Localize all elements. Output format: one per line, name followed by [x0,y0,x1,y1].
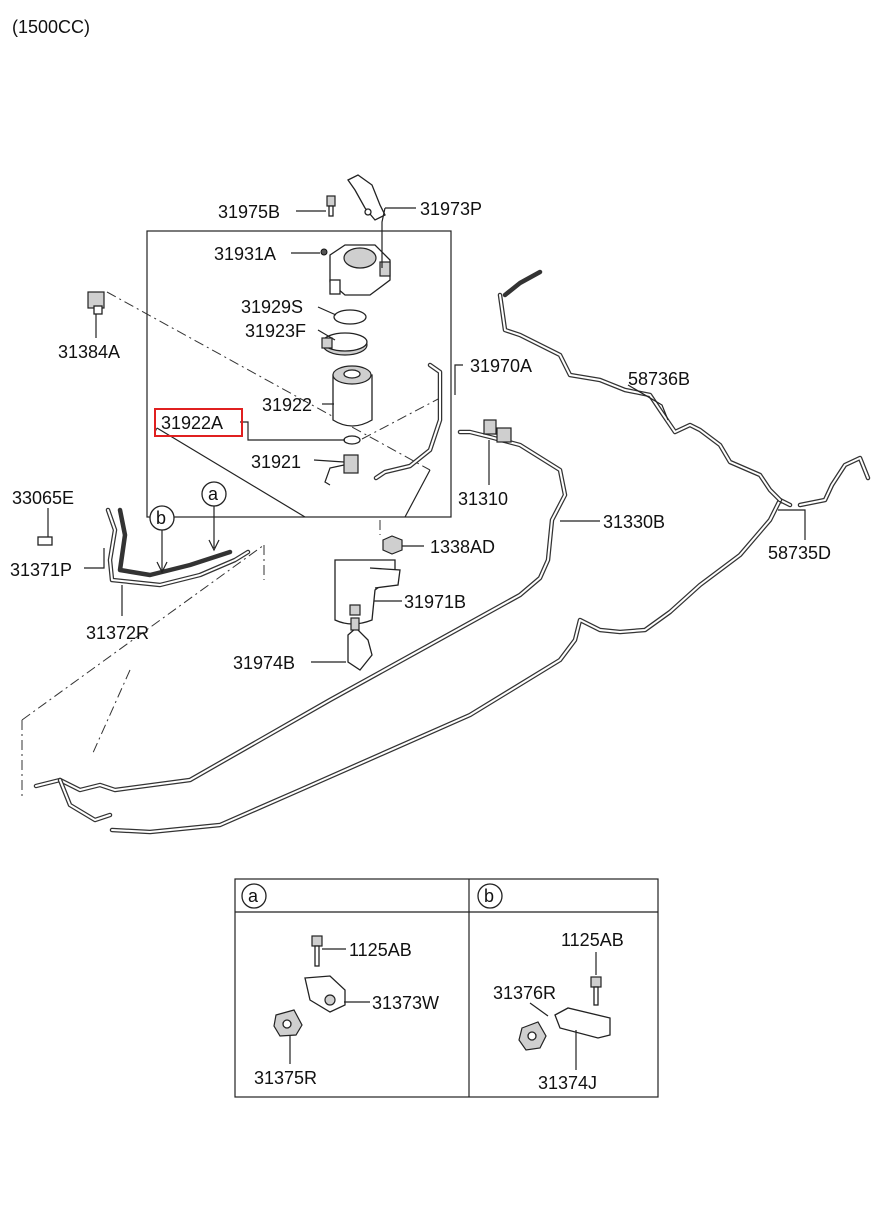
oring-31922a [343,435,361,445]
label-31922a: 31922A [161,413,223,433]
connector-31310 [483,419,512,443]
label-31371p: 31371P [10,560,72,580]
label-31330b: 31330B [603,512,665,532]
nut-1338ad [382,535,403,555]
label-31931a: 31931A [214,244,276,264]
highlight-31922a [154,408,243,437]
callout-b: b [149,505,175,574]
label-31373w: 31373W [372,993,439,1013]
fuel-lines [33,269,871,835]
sensor-31921 [324,454,359,486]
detail-header-a: a [241,883,267,909]
label-31971b: 31971B [404,592,466,612]
label-31375r: 31375R [254,1068,317,1088]
label-58735d: 58735D [768,543,831,563]
label-31923f: 31923F [245,321,306,341]
label-31384a: 31384A [58,342,120,362]
housing-31971b [334,559,401,625]
detail-header-b: b [477,883,503,909]
label-31310: 31310 [458,489,508,509]
label-leaders [47,207,806,663]
label-31974b: 31974B [233,653,295,673]
label-31975b: 31975B [218,202,280,222]
clip-31384a [87,291,105,315]
label-31970a: 31970A [470,356,532,376]
reference-dash-lines [21,291,441,796]
part-labels: 31975B 31973P 31931A 31929S 31923F 31384… [10,199,831,673]
label-31376r: 31376R [493,983,556,1003]
detail-a-bracket [304,975,346,1013]
label-1125ab-a: 1125AB [349,940,412,960]
label-31929s: 31929S [241,297,303,317]
box-leader-lines [156,427,431,518]
detail-b-clip [518,1021,547,1051]
engine-spec-header: (1500CC) [12,17,90,37]
plug-33065e [37,536,53,546]
callout-a: a [201,481,227,552]
label-31922: 31922 [262,395,312,415]
svg-text:b: b [484,886,494,906]
svg-text:a: a [248,886,259,906]
detail-a-clip [273,1009,303,1037]
gasket-31929s [333,309,367,325]
bolt-31975b [326,195,336,217]
label-33065e: 33065E [12,488,74,508]
label-1125ab-b: 1125AB [561,930,624,950]
filter-assembly-box [146,230,452,518]
bracket-31974b [347,617,373,671]
svg-text:b: b [156,508,166,528]
filter-head [329,244,391,296]
label-1338ad: 1338AD [430,537,495,557]
label-31973p: 31973P [420,199,482,219]
detail-a-bolt [311,935,323,967]
label-58736b: 58736B [628,369,690,389]
svg-text:a: a [208,484,219,504]
bracket-31973p [347,174,386,221]
label-31372r: 31372R [86,623,149,643]
label-31921: 31921 [251,452,301,472]
detail-table: a b 1125AB 31373W 31375R [234,878,659,1098]
detail-b-bolt [590,976,602,1006]
detail-b-bracket [554,1007,611,1039]
filter-31922 [332,365,373,427]
oring-31931a [320,248,328,256]
label-31374j: 31374J [538,1073,597,1093]
